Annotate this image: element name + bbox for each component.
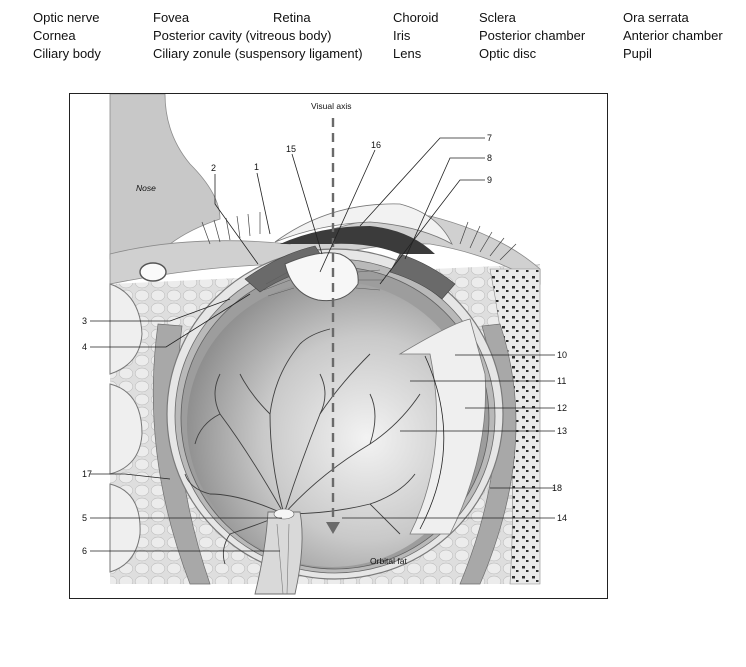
callout-12: 12 (557, 403, 567, 413)
callout-10: 10 (557, 350, 567, 360)
lens (284, 252, 359, 302)
term-choroid: Choroid (393, 10, 439, 25)
optic-disc (273, 508, 295, 520)
term-lens: Lens (393, 46, 422, 61)
term-anterior-chamber: Anterior chamber (623, 28, 723, 43)
callout-6: 6 (82, 546, 87, 556)
nose-shape (109, 94, 221, 260)
term-posterior-cavity: Posterior cavity (vitreous body) (153, 28, 332, 43)
callout-lines (90, 137, 555, 552)
callout-9: 9 (487, 175, 492, 185)
callout-1: 1 (254, 162, 259, 172)
callout-4: 4 (82, 342, 87, 352)
nose-label: Nose (136, 183, 156, 193)
eyelashes (201, 212, 517, 261)
orbital-fat-label: Orbital fat (370, 556, 407, 566)
term-sclera: Sclera (479, 10, 516, 25)
term-ora-serrata: Ora serrata (623, 10, 689, 25)
callout-7: 7 (487, 133, 492, 143)
visual-axis-label: Visual axis (311, 101, 351, 111)
ethmoid-cells (109, 262, 167, 573)
cutaway-edge (419, 355, 445, 530)
callout-15: 15 (286, 144, 296, 154)
term-optic-nerve: Optic nerve (33, 10, 100, 25)
ciliary-zonule (263, 269, 384, 297)
retinal-vessels (184, 328, 421, 565)
optic-nerve (254, 511, 303, 595)
ciliary-body-right (389, 253, 456, 300)
eye-anatomy-figure: Nose (69, 93, 608, 599)
term-iris: Iris (393, 28, 411, 43)
optic-nerve-fibers (276, 523, 290, 595)
term-cornea: Cornea (33, 28, 76, 43)
term-pupil: Pupil (623, 46, 652, 61)
term-retina: Retina (273, 10, 311, 25)
callout-11: 11 (557, 376, 566, 386)
term-fovea: Fovea (153, 10, 190, 25)
callout-14: 14 (557, 513, 567, 523)
callout-18: 18 (552, 483, 562, 493)
term-ciliary-body: Ciliary body (33, 46, 101, 61)
callout-8: 8 (487, 153, 492, 163)
callout-16: 16 (371, 140, 381, 150)
cornea (274, 203, 453, 245)
visual-axis-arrow (326, 522, 340, 534)
callout-5: 5 (82, 513, 87, 523)
term-ciliary-zonule: Ciliary zonule (suspensory ligament) (153, 46, 363, 61)
term-posterior-chamber: Posterior chamber (479, 28, 586, 43)
callout-2: 2 (211, 163, 216, 173)
callout-17: 17 (82, 469, 92, 479)
cutaway-wall (398, 318, 486, 535)
iris (280, 226, 435, 254)
callout-3: 3 (82, 316, 87, 326)
term-optic-disc: Optic disc (479, 46, 537, 61)
eye-diagram: Nose (70, 94, 607, 598)
callout-13: 13 (557, 426, 567, 436)
